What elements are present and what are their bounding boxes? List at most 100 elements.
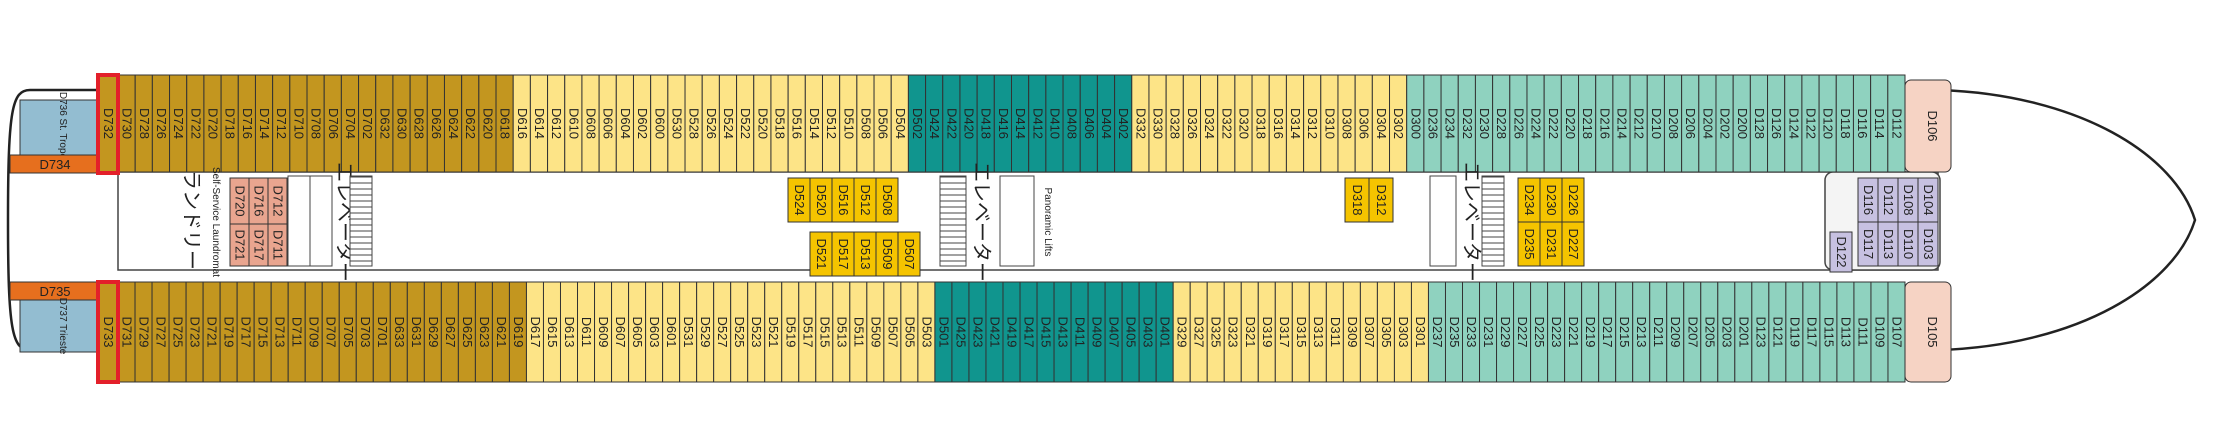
cabin-d723[interactable]: D723 [185, 281, 204, 383]
cabin-d118[interactable]: D118 [1835, 74, 1854, 173]
cabin-d413[interactable]: D413 [1053, 281, 1072, 383]
cabin-d729[interactable]: D729 [134, 281, 153, 383]
cabin-d718[interactable]: D718 [220, 74, 239, 173]
cabin-d405[interactable]: D405 [1121, 281, 1140, 383]
cabin-d711[interactable]: D711 [287, 281, 306, 383]
cabin-d416[interactable]: D416 [993, 74, 1013, 173]
cabin-d315[interactable]: D315 [1291, 281, 1310, 383]
cabin-d706[interactable]: D706 [323, 74, 342, 173]
cabin-d319[interactable]: D319 [1257, 281, 1276, 383]
cabin-d307[interactable]: D307 [1359, 281, 1378, 383]
cabin-d717[interactable]: D717 [236, 281, 255, 383]
cabin-box[interactable] [875, 177, 899, 223]
cabin-d623[interactable]: D623 [474, 281, 493, 383]
cabin-d329[interactable]: D329 [1172, 281, 1191, 383]
cabin-d502[interactable]: D502 [907, 74, 927, 173]
cabin-d227[interactable]: D227 [1513, 281, 1532, 383]
cabin-d631[interactable]: D631 [406, 281, 425, 383]
cabin-d608[interactable]: D608 [581, 74, 600, 173]
cabin-d107[interactable]: D107 [1887, 281, 1906, 383]
cabin-d633[interactable]: D633 [389, 281, 408, 383]
cabin-d423[interactable]: D423 [968, 281, 987, 383]
cabin-d417[interactable]: D417 [1019, 281, 1038, 383]
cabin-d237[interactable]: D237 [1427, 281, 1446, 383]
inner-cabin-d108[interactable]: D108 [1897, 177, 1919, 223]
cabin-d117[interactable]: D117 [1802, 281, 1821, 383]
cabin-d220[interactable]: D220 [1560, 74, 1580, 173]
cabin-d328[interactable]: D328 [1165, 74, 1184, 173]
cabin-d600[interactable]: D600 [650, 74, 669, 173]
cabin-d504[interactable]: D504 [890, 74, 909, 173]
cabin-d308[interactable]: D308 [1337, 74, 1356, 173]
cabin-d116[interactable]: D116 [1852, 74, 1872, 173]
cabin-d304[interactable]: D304 [1371, 74, 1391, 173]
cabin-d211[interactable]: D211 [1649, 281, 1668, 383]
cabin-box[interactable] [1917, 221, 1939, 267]
cabin-d202[interactable]: D202 [1715, 74, 1734, 173]
cabin-d302[interactable]: D302 [1389, 74, 1408, 173]
cabin-d401[interactable]: D401 [1155, 281, 1174, 383]
cabin-d514[interactable]: D514 [804, 74, 823, 173]
cabin-d325[interactable]: D325 [1206, 281, 1225, 383]
cabin-d210[interactable]: D210 [1646, 74, 1665, 173]
cabin-d231[interactable]: D231 [1479, 281, 1498, 383]
cabin-d214[interactable]: D214 [1612, 74, 1631, 173]
cabin-d320[interactable]: D320 [1234, 74, 1253, 173]
cabin-d732[interactable]: D732 [97, 74, 119, 173]
cabin-d321[interactable]: D321 [1240, 281, 1259, 383]
cabin-d710[interactable]: D710 [289, 74, 308, 173]
cabin-d615[interactable]: D615 [542, 281, 561, 383]
cabin-d629[interactable]: D629 [423, 281, 442, 383]
cabin-d203[interactable]: D203 [1717, 281, 1736, 383]
cabin-d733[interactable]: D733 [97, 281, 119, 383]
cabin-d414[interactable]: D414 [1011, 74, 1030, 173]
cabin-d519[interactable]: D519 [781, 281, 800, 383]
cabin-d632[interactable]: D632 [375, 74, 394, 173]
cabin-d109[interactable]: D109 [1870, 281, 1889, 383]
cabin-d410[interactable]: D410 [1045, 74, 1064, 173]
cabin-d420[interactable]: D420 [959, 74, 978, 173]
highlight-d732[interactable] [96, 73, 120, 175]
cabin-d713[interactable]: D713 [270, 281, 289, 383]
cabin-d403[interactable]: D403 [1138, 281, 1157, 383]
cabin-d621[interactable]: D621 [491, 281, 510, 383]
cabin-d737[interactable] [19, 299, 101, 353]
inner-cabin-d112[interactable]: D112 [1877, 177, 1899, 223]
inner-cabin-d509[interactable]: D509 [875, 231, 899, 277]
cabin-d508[interactable]: D508 [856, 74, 875, 173]
cabin-d511[interactable]: D511 [849, 281, 868, 383]
cabin-d622[interactable]: D622 [461, 74, 480, 173]
cabin-d604[interactable]: D604 [615, 74, 634, 173]
cabin-d418[interactable]: D418 [976, 74, 995, 173]
cabin-d201[interactable]: D201 [1734, 281, 1753, 383]
cabin-d313[interactable]: D313 [1308, 281, 1327, 383]
cabin-d121[interactable]: D121 [1768, 281, 1787, 383]
cabin-d309[interactable]: D309 [1342, 281, 1361, 383]
cabin-d415[interactable]: D415 [1036, 281, 1055, 383]
cabin-d607[interactable]: D607 [611, 281, 630, 383]
inner-cabin-d226[interactable]: D226 [1561, 177, 1585, 223]
cabin-d306[interactable]: D306 [1354, 74, 1373, 173]
cabin-d221[interactable]: D221 [1564, 281, 1583, 383]
cabin-d627[interactable]: D627 [440, 281, 459, 383]
cabin-d512[interactable]: D512 [821, 74, 841, 173]
cabin-d314[interactable]: D314 [1285, 74, 1305, 173]
cabin-d721[interactable]: D721 [202, 281, 221, 383]
cabin-d115[interactable]: D115 [1819, 281, 1838, 383]
cabin-d728[interactable]: D728 [134, 74, 153, 173]
cabin-d236[interactable]: D236 [1423, 74, 1442, 173]
cabin-d618[interactable]: D618 [495, 74, 514, 173]
cabin-d310[interactable]: D310 [1320, 74, 1339, 173]
cabin-d726[interactable]: D726 [151, 74, 171, 173]
cabin-d425[interactable]: D425 [951, 281, 970, 383]
cabin-d318[interactable]: D318 [1251, 74, 1270, 173]
inner-cabin-d318[interactable]: D318 [1344, 177, 1370, 223]
cabin-d209[interactable]: D209 [1666, 281, 1685, 383]
inner-cabin-d103[interactable]: D103 [1917, 221, 1939, 267]
cabin-d235[interactable]: D235 [1444, 281, 1464, 383]
cabin-d312[interactable]: D312 [1303, 74, 1322, 173]
cabin-d225[interactable]: D225 [1530, 281, 1549, 383]
inner-cabin-d517[interactable]: D517 [831, 231, 855, 277]
cabin-d229[interactable]: D229 [1496, 281, 1515, 383]
inner-cabin-d524[interactable]: D524 [787, 177, 811, 223]
